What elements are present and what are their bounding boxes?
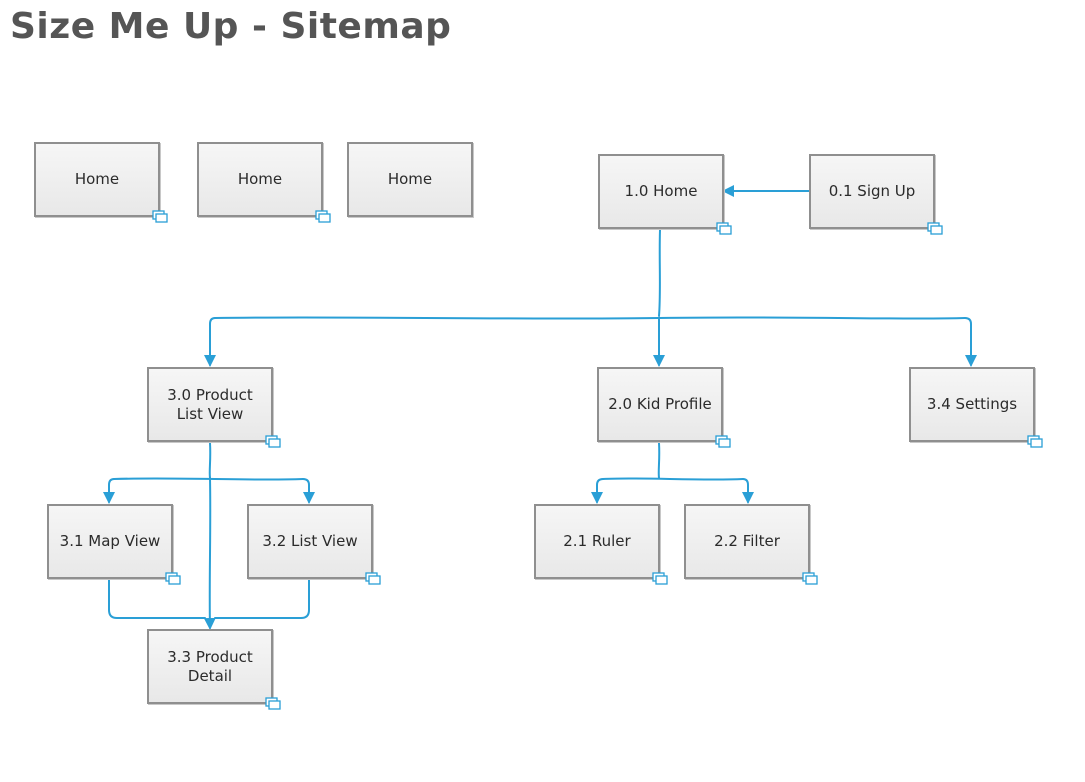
page-stack-icon [652, 572, 668, 585]
page-node-home-3[interactable]: Home [347, 142, 473, 217]
connector-productlist-trunk [208, 442, 212, 479]
page-node-label: 3.3 Product Detail [167, 647, 253, 685]
connector-home-trunk [658, 229, 661, 317]
page-node-1-0-home[interactable]: 1.0 Home [598, 154, 732, 235]
page-node-home-1[interactable]: Home [34, 142, 168, 223]
page-node-label: Home [74, 170, 120, 188]
page-node-label: Home [237, 170, 283, 188]
page-node-0-1-sign-up[interactable]: 0.1 Sign Up [809, 154, 943, 235]
page-stack-icon [716, 222, 732, 235]
page-node-label: Home [387, 170, 433, 188]
page-node-3-2-list-view[interactable]: 3.2 List View [247, 504, 381, 585]
page-node-2-1-ruler[interactable]: 2.1 Ruler [534, 504, 668, 585]
page-stack-icon [165, 572, 181, 585]
page-node-label: 2.1 Ruler [563, 532, 631, 550]
page-stack-icon [1027, 435, 1043, 448]
page-title: Size Me Up - Sitemap [10, 6, 452, 47]
connector-productlist-to-productdetail [203, 477, 216, 630]
page-node-2-0-kid-profile[interactable]: 2.0 Kid Profile [597, 367, 731, 448]
page-stack-icon [715, 435, 731, 448]
connector-home-to-productlist [204, 317, 216, 367]
connector-home-to-settings [964, 317, 977, 367]
connector-kidprofile-branch-bar [602, 477, 744, 481]
connector-productlist-to-mapview [103, 478, 115, 504]
page-node-3-1-map-view[interactable]: 3.1 Map View [47, 504, 181, 585]
page-node-home-2[interactable]: Home [197, 142, 331, 223]
connector-kidprofile-to-ruler [591, 478, 604, 504]
page-stack-icon [927, 222, 943, 235]
connector-kidprofile-to-filter [742, 478, 754, 504]
connector-listview-to-productdetail [214, 579, 310, 619]
page-node-3-3-product-detail[interactable]: 3.3 Product Detail [147, 629, 281, 710]
page-stack-icon [365, 572, 381, 585]
page-node-label: 1.0 Home [624, 182, 698, 200]
page-node-label: 0.1 Sign Up [828, 182, 916, 200]
page-stack-icon [315, 210, 331, 223]
connector-mapview-to-productdetail [108, 579, 206, 619]
connector-kidprofile-trunk [657, 442, 661, 479]
page-node-label: 3.0 Product List View [167, 385, 253, 423]
connector-productlist-branch-bar [113, 477, 304, 481]
page-stack-icon [802, 572, 818, 585]
page-node-3-0-product-list-view[interactable]: 3.0 Product List View [147, 367, 281, 448]
page-stack-icon [152, 210, 168, 223]
page-node-label: 3.1 Map View [59, 532, 161, 550]
connector-productlist-to-listview [302, 478, 315, 504]
page-node-label: 2.0 Kid Profile [608, 395, 712, 413]
page-node-label: 2.2 Filter [714, 532, 780, 550]
page-node-2-2-filter[interactable]: 2.2 Filter [684, 504, 818, 585]
page-stack-icon [265, 697, 281, 710]
page-node-label: 3.2 List View [262, 532, 358, 550]
page-stack-icon [265, 435, 281, 448]
page-node-label: 3.4 Settings [926, 395, 1018, 413]
page-node-3-4-settings[interactable]: 3.4 Settings [909, 367, 1043, 448]
connector-home-branch-bar [214, 316, 966, 320]
